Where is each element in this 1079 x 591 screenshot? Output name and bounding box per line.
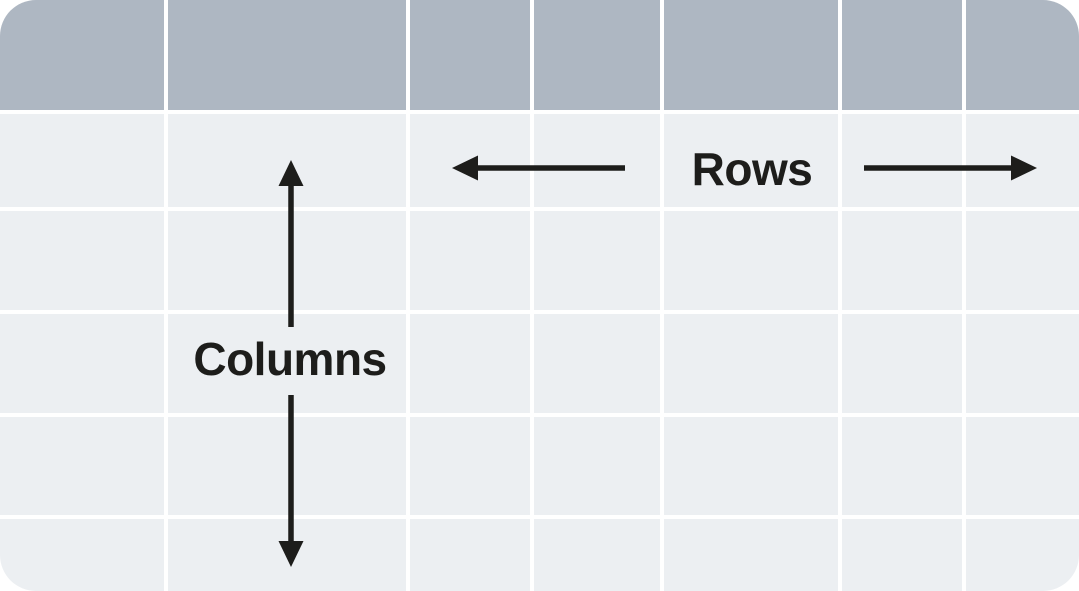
body-cell bbox=[966, 519, 1079, 591]
body-cell bbox=[534, 417, 660, 515]
header-cell bbox=[0, 0, 164, 110]
body-cell bbox=[842, 211, 962, 310]
body-cell bbox=[842, 417, 962, 515]
body-cell bbox=[0, 314, 164, 413]
body-cell bbox=[664, 114, 838, 207]
body-cell bbox=[664, 211, 838, 310]
body-cell bbox=[534, 314, 660, 413]
body-cell bbox=[410, 114, 530, 207]
body-cell bbox=[0, 211, 164, 310]
body-cell bbox=[410, 314, 530, 413]
body-cell bbox=[410, 211, 530, 310]
body-cell bbox=[966, 417, 1079, 515]
header-cell bbox=[410, 0, 530, 110]
body-cell bbox=[664, 314, 838, 413]
body-cell bbox=[168, 211, 406, 310]
body-cell bbox=[0, 114, 164, 207]
body-cell bbox=[842, 114, 962, 207]
header-cell bbox=[168, 0, 406, 110]
body-cell bbox=[534, 519, 660, 591]
body-cell bbox=[664, 519, 838, 591]
rows-label: Rows bbox=[691, 143, 813, 195]
body-cell bbox=[168, 417, 406, 515]
body-cell bbox=[534, 114, 660, 207]
body-cell bbox=[168, 114, 406, 207]
body-cell bbox=[842, 314, 962, 413]
header-cell bbox=[842, 0, 962, 110]
body-cell bbox=[966, 114, 1079, 207]
body-cell bbox=[410, 417, 530, 515]
body-cell bbox=[0, 519, 164, 591]
body-cell bbox=[410, 519, 530, 591]
body-cell bbox=[842, 519, 962, 591]
header-cell bbox=[966, 0, 1079, 110]
body-cell bbox=[168, 314, 406, 413]
body-cell bbox=[168, 519, 406, 591]
body-cell bbox=[966, 211, 1079, 310]
columns-label: Columns bbox=[193, 333, 387, 385]
body-cell bbox=[966, 314, 1079, 413]
header-cell bbox=[664, 0, 838, 110]
body-cell bbox=[0, 417, 164, 515]
body-cell bbox=[664, 417, 838, 515]
body-cell bbox=[534, 211, 660, 310]
header-cell bbox=[534, 0, 660, 110]
